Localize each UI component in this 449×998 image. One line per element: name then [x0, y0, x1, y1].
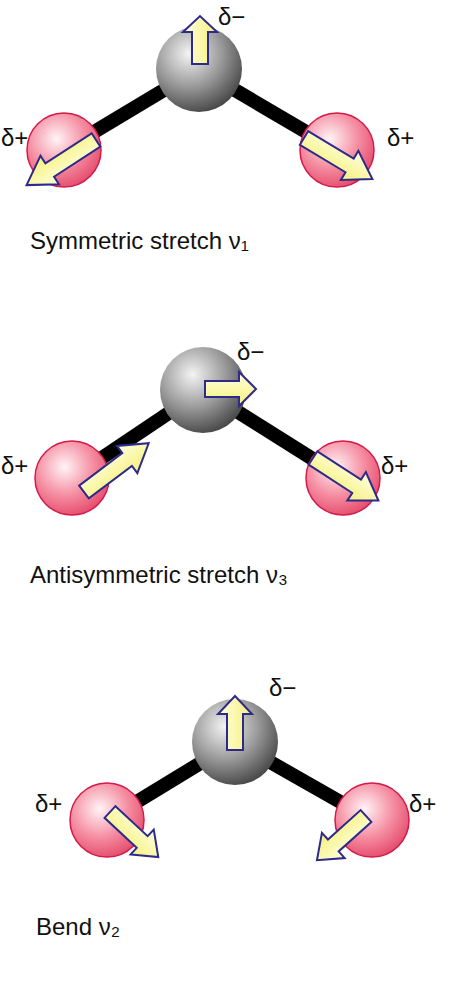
partial-charge: δ+	[0, 124, 29, 152]
mode-caption: Symmetric stretch ν₁	[30, 227, 249, 255]
mode-caption: Bend ν₂	[36, 913, 120, 941]
molecule-antisymmetric	[35, 347, 388, 515]
mode-caption: Antisymmetric stretch ν₃	[30, 561, 288, 589]
motion-arrow	[74, 430, 159, 506]
partial-charge: δ−	[236, 338, 265, 366]
motion-arrow	[98, 800, 169, 870]
motion-arrow	[205, 372, 256, 406]
motion-arrow	[218, 696, 252, 750]
partial-charge: δ−	[268, 674, 297, 702]
partial-charge: δ+	[34, 790, 63, 818]
partial-charge: δ+	[380, 452, 409, 480]
motion-arrow	[304, 444, 388, 515]
motion-arrow	[17, 126, 105, 200]
partial-charge: δ−	[217, 3, 246, 31]
molecule-bend	[70, 696, 409, 873]
motion-arrow	[306, 803, 378, 872]
molecule-symmetric	[17, 16, 381, 199]
partial-charge: δ+	[408, 790, 437, 818]
partial-charge: δ+	[386, 124, 415, 152]
motion-arrow	[183, 16, 217, 64]
motion-arrow	[295, 123, 381, 193]
partial-charge: δ+	[0, 452, 29, 480]
